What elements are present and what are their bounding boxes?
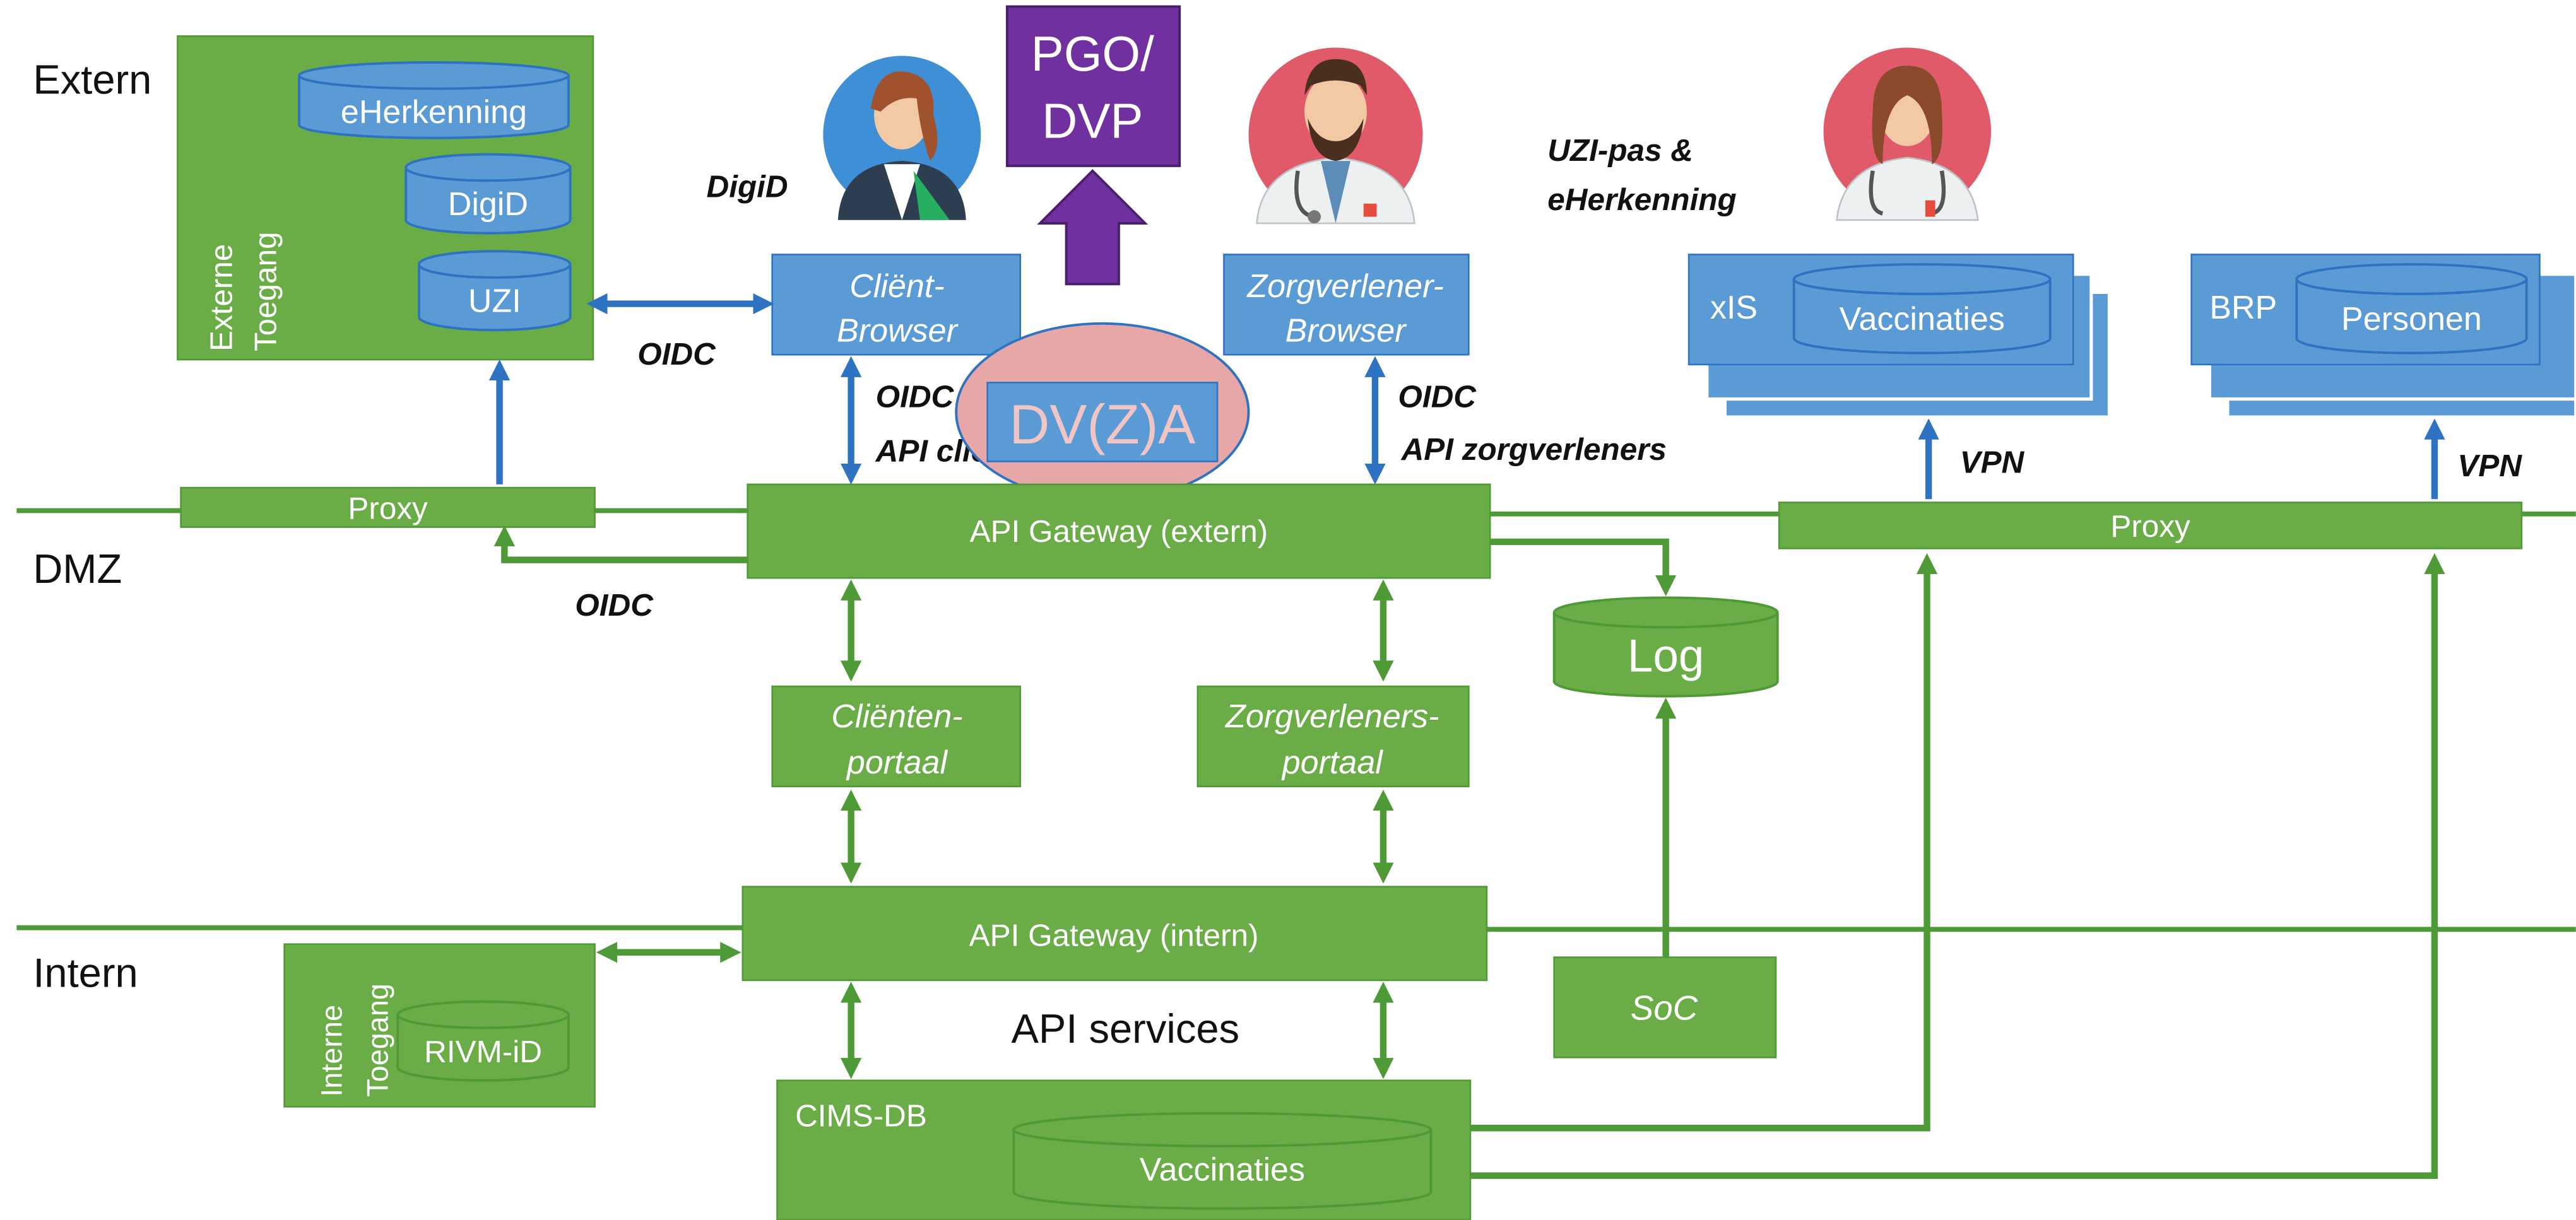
client-portal-line1: Cliënten- [831, 698, 962, 735]
gateway-log-arrow [1490, 538, 1677, 597]
proxy-left-box: Proxy [180, 486, 596, 528]
xis-vaccinaties-label: Vaccinaties [1840, 301, 2005, 337]
log-label: Log [1628, 631, 1705, 682]
pgo-dvp-box: PGO/ DVP [1005, 5, 1181, 167]
cims-proxy-xis-arrow [1470, 553, 1938, 1132]
digid-label: DigiD [707, 169, 788, 204]
proxy-left-label: Proxy [348, 491, 428, 526]
cims-db-box: CIMS-DB Vaccinaties [776, 1079, 1472, 1220]
database-uzi-label: UZI [468, 283, 521, 320]
internal-access-line1: Interne [316, 1005, 348, 1097]
rivm-id-label: RIVM-iD [424, 1035, 542, 1069]
internal-access-box: Interne Toegang RIVM-iD [283, 943, 596, 1108]
external-access-title-line2: Toegang [249, 232, 283, 351]
uzi-label-line1: UZI-pas & [1547, 133, 1693, 168]
api-services-label: API services [1012, 1006, 1240, 1052]
dvza-overlay: DV(Z)A [955, 322, 1250, 502]
proxy-right-box: Proxy [1778, 501, 2523, 549]
client-browser-line1: Cliënt- [849, 268, 944, 305]
api-gateway-extern-label: API Gateway (extern) [970, 514, 1268, 549]
soc-label: SoC [1631, 988, 1698, 1027]
external-access-title-line1: Externe [204, 244, 239, 351]
database-digid-label: DigiD [448, 186, 528, 223]
dvza-label: DV(Z)A [1009, 393, 1195, 455]
api-gateway-extern-box: API Gateway (extern) [747, 483, 1491, 579]
database-eherkenning: eHerkenning [298, 61, 570, 139]
client-portal-line2: portaal [846, 744, 948, 781]
pgo-dvp-line2: DVP [1042, 93, 1143, 149]
internal-access-line2: Toegang [362, 983, 394, 1097]
dmz-line [16, 508, 2576, 517]
client-person-icon [823, 56, 981, 220]
client-browser-line2: Browser [837, 312, 959, 349]
brp-personen-label: Personen [2341, 301, 2482, 337]
care-portal-line1: Zorgverleners- [1224, 698, 1439, 735]
care-browser-line1: Zorgverlener- [1246, 268, 1443, 305]
zone-label-intern: Intern [33, 949, 138, 995]
cims-proxy-brp-arrow [1470, 553, 2445, 1179]
client-portal-box: Cliënten- portaal [771, 685, 1022, 788]
gateway-proxy-oidc-arrow [493, 525, 748, 563]
database-digid: DigiD [405, 153, 572, 235]
oidc-label-top: OIDC [637, 337, 716, 372]
client-browser-box: Cliënt- Browser [771, 254, 1022, 356]
xis-label: xIS [1710, 290, 1758, 326]
care-portal-line2: portaal [1281, 744, 1384, 781]
oidc-label-client: OIDC [876, 380, 955, 414]
external-access-box: Externe Toegang eHerkenning DigiD UZI [177, 35, 594, 361]
brp-stack: BRP Personen [2190, 254, 2576, 419]
care-browser-line2: Browser [1285, 312, 1408, 349]
care-provider-male-icon [1248, 47, 1423, 225]
xis-stack: xIS Vaccinaties [1687, 254, 2112, 419]
api-gateway-intern-box: API Gateway (intern) [741, 886, 1488, 982]
oidc-label-care: OIDC [1398, 380, 1477, 414]
soc-box: SoC [1553, 956, 1777, 1059]
pgo-up-arrow [1037, 168, 1149, 286]
oidc-label-dmz: OIDC [575, 588, 654, 623]
api-gateway-intern-label: API Gateway (intern) [969, 918, 1259, 953]
database-uzi: UZI [418, 250, 572, 332]
vpn-label-brp: VPN [2457, 449, 2522, 483]
cims-vaccinaties-label: Vaccinaties [1140, 1152, 1305, 1188]
uzi-label-line2: eHerkenning [1547, 182, 1736, 217]
care-provider-female-icon [1823, 47, 1992, 221]
cims-db-label: CIMS-DB [795, 1099, 927, 1134]
brp-label: BRP [2209, 290, 2277, 326]
log-database: Log [1552, 596, 1779, 698]
database-eherkenning-label: eHerkenning [341, 94, 527, 131]
care-browser-box: Zorgverlener- Browser [1223, 254, 1470, 356]
vpn-label-xis: VPN [1960, 445, 2025, 480]
proxy-right-label: Proxy [2110, 509, 2190, 544]
zone-label-extern: Extern [33, 56, 151, 102]
zone-label-dmz: DMZ [33, 546, 122, 592]
care-portal-box: Zorgverleners- portaal [1196, 685, 1470, 788]
api-care-label: API zorgverleners [1400, 432, 1667, 467]
pgo-dvp-line1: PGO/ [1031, 26, 1155, 81]
